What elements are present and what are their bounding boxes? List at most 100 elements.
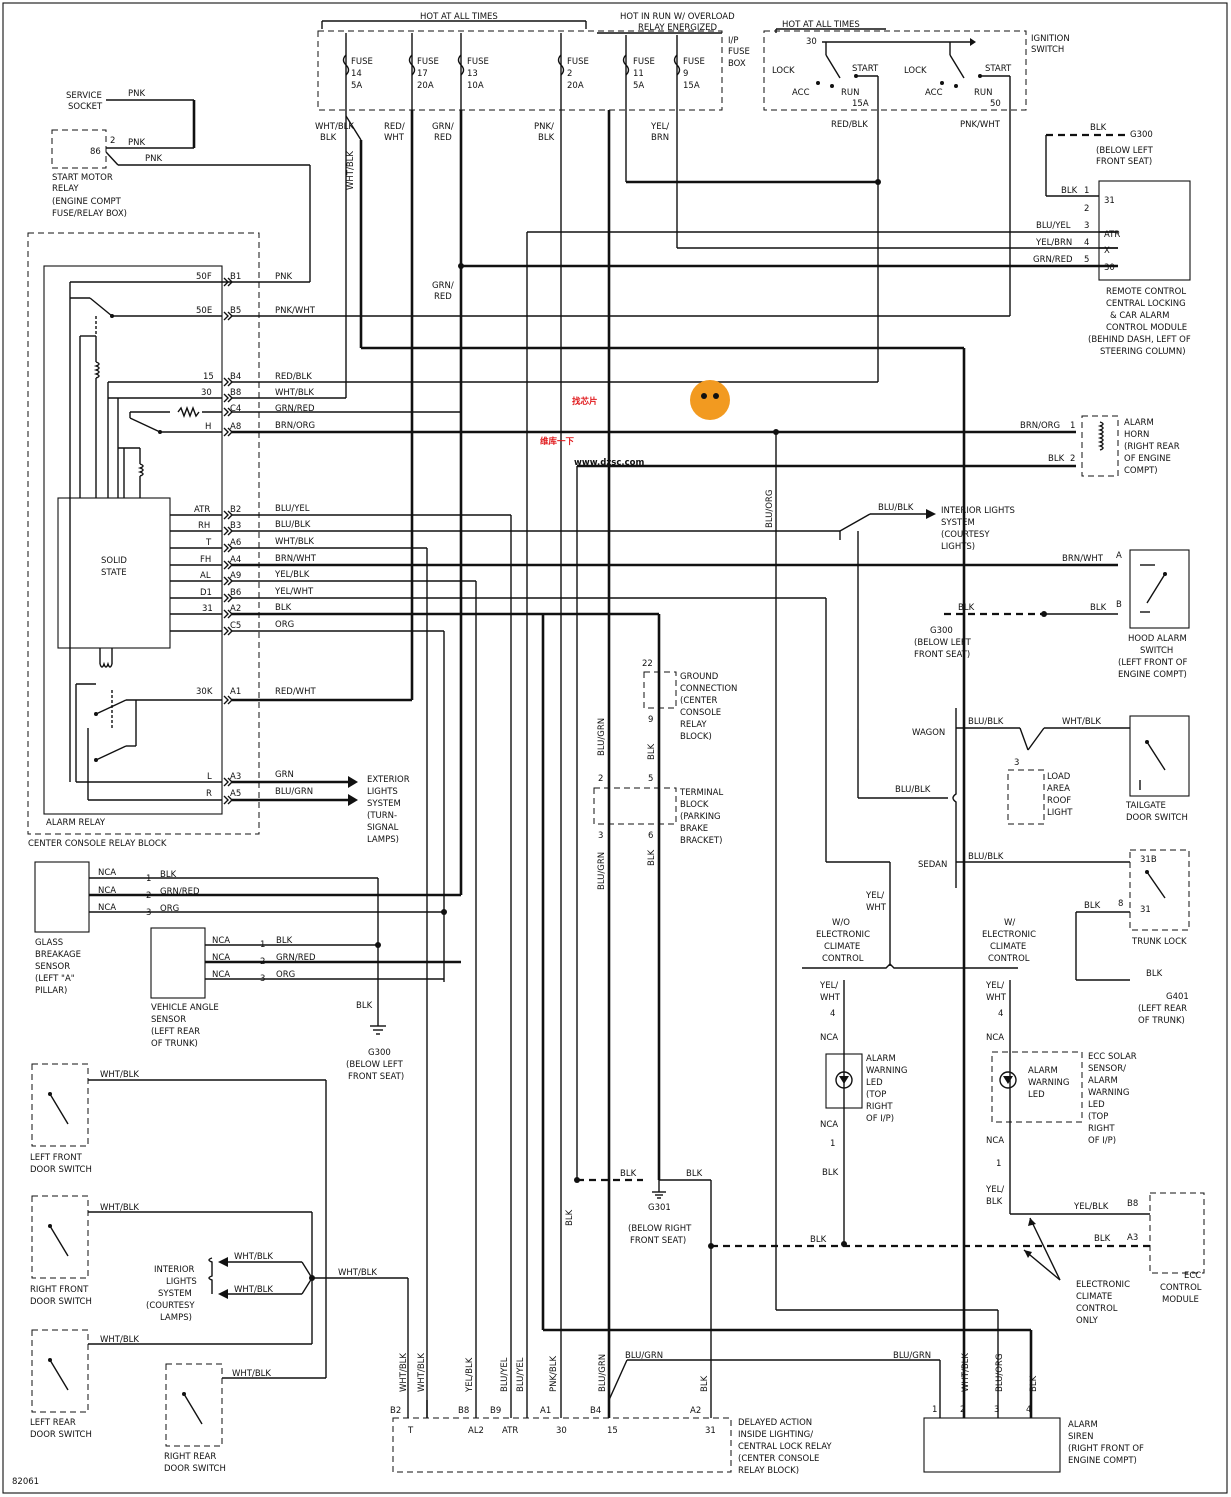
svg-text:CONTROL MODULE: CONTROL MODULE (1106, 323, 1187, 333)
svg-text:T: T (407, 1426, 414, 1436)
svg-text:5: 5 (648, 774, 653, 784)
svg-text:1: 1 (932, 1405, 937, 1415)
alarm-relay-pin-31: 31 A2 BLK (170, 603, 292, 615)
svg-text:FRONT SEAT): FRONT SEAT) (630, 1236, 686, 1246)
exterior-lights-system: EXTERIOR LIGHTS SYSTEM (TURN- SIGNAL LAM… (367, 775, 410, 845)
svg-text:4: 4 (830, 1009, 835, 1019)
svg-text:ATR: ATR (1104, 230, 1120, 240)
figure-id: 82061 (12, 1477, 39, 1487)
svg-text:A3: A3 (230, 772, 241, 782)
svg-text:BLK: BLK (822, 1168, 839, 1178)
svg-text:YEL/: YEL/ (985, 981, 1004, 991)
svg-text:INTERIOR LIGHTS: INTERIOR LIGHTS (941, 506, 1015, 516)
alarm-warning-led-left: YEL/ WHT 4 NCA ALARM WARNING LED (TOP RI… (819, 980, 907, 1247)
svg-text:AREA: AREA (1047, 784, 1070, 794)
svg-text:PNK/WHT: PNK/WHT (960, 120, 1001, 130)
svg-text:CONSOLE: CONSOLE (680, 708, 721, 718)
svg-text:DOOR SWITCH: DOOR SWITCH (164, 1464, 226, 1474)
svg-text:BLU/GRN: BLU/GRN (275, 787, 313, 797)
svg-text:FH: FH (200, 555, 211, 565)
svg-text:WHT/BLK: WHT/BLK (961, 1353, 971, 1392)
svg-text:CONTROL: CONTROL (1076, 1304, 1118, 1314)
svg-text:LIGHT: LIGHT (1047, 808, 1073, 818)
svg-text:50F: 50F (196, 272, 212, 282)
svg-text:RIGHT REAR: RIGHT REAR (164, 1452, 216, 1462)
svg-text:HOOD ALARM: HOOD ALARM (1128, 634, 1187, 644)
svg-text:LIGHTS: LIGHTS (166, 1277, 197, 1287)
svg-text:(COURTESY: (COURTESY (146, 1301, 195, 1311)
svg-text:BLK: BLK (160, 870, 177, 880)
svg-text:BLK: BLK (647, 743, 657, 760)
svg-text:WHT/BLK: WHT/BLK (338, 1268, 377, 1278)
remote-module-pin-2: 2 (1084, 204, 1089, 214)
svg-text:LOCK: LOCK (772, 66, 795, 76)
svg-text:OF ENGINE: OF ENGINE (1124, 454, 1171, 464)
svg-text:B9: B9 (490, 1406, 501, 1416)
svg-text:WHT/BLK: WHT/BLK (315, 122, 354, 132)
svg-text:2: 2 (1070, 454, 1075, 464)
svg-text:TRUNK LOCK: TRUNK LOCK (1131, 937, 1187, 947)
svg-text:COMPT): COMPT) (1124, 466, 1158, 476)
svg-text:HOT AT ALL TIMES: HOT AT ALL TIMES (782, 20, 860, 30)
svg-text:86: 86 (90, 147, 101, 157)
svg-text:DOOR SWITCH: DOOR SWITCH (1126, 813, 1188, 823)
svg-text:START: START (985, 64, 1012, 74)
svg-text:DELAYED ACTION: DELAYED ACTION (738, 1418, 812, 1428)
svg-text:13: 13 (467, 69, 478, 79)
svg-text:SYSTEM: SYSTEM (158, 1289, 192, 1299)
svg-text:LAMPS): LAMPS) (160, 1313, 192, 1323)
svg-text:TAILGATE: TAILGATE (1125, 801, 1166, 811)
svg-text:NCA: NCA (212, 936, 230, 946)
svg-text:BLK: BLK (700, 1375, 710, 1392)
svg-text:ONLY: ONLY (1076, 1316, 1099, 1326)
svg-text:WHT/BLK: WHT/BLK (346, 151, 356, 190)
svg-text:FUSE: FUSE (567, 57, 589, 67)
hot-at-all-times-label: HOT AT ALL TIMES (420, 12, 498, 22)
svg-text:(BELOW RIGHT: (BELOW RIGHT (628, 1224, 692, 1234)
svg-text:PNK: PNK (275, 272, 292, 282)
svg-text:BLK: BLK (1146, 969, 1163, 979)
fuse-11: FUSE 11 5A (622, 35, 655, 110)
svg-text:ALARM: ALARM (1088, 1076, 1118, 1086)
svg-text:PNK: PNK (145, 154, 162, 164)
svg-text:WARNING: WARNING (1088, 1088, 1129, 1098)
svg-text:B: B (1116, 600, 1122, 610)
glass-breakage-sensor: NCA 1 BLK NCA 2 GRN/RED NCA 3 ORG GLASS … (34, 861, 461, 996)
alarm-relay-pin-30k: 30K A1 RED/WHT (196, 687, 316, 697)
svg-text:NCA: NCA (986, 1136, 1004, 1146)
svg-text:ELECTRONIC: ELECTRONIC (816, 930, 870, 940)
svg-text:RUN: RUN (974, 88, 993, 98)
svg-text:WHT: WHT (384, 133, 405, 143)
svg-text:ECC SOLAR: ECC SOLAR (1088, 1052, 1137, 1062)
delayed-action-relay: B2 T WHT/BLK WHT/BLK B8 AL2 YEL/BLK B9 A… (390, 1351, 832, 1476)
svg-text:维库一下: 维库一下 (540, 436, 575, 447)
ecc-control-module: YEL/BLK B8 BLK A3 ECC CONTROL MODULE ELE… (1023, 1192, 1205, 1326)
svg-text:WHT/BLK: WHT/BLK (100, 1070, 139, 1080)
ground-g300-lower: BLK G300 (BELOW LEFT FRONT SEAT) (346, 878, 447, 1082)
svg-text:GRN: GRN (275, 770, 294, 780)
remote-module-pin-1: BLK 1 31 (1061, 186, 1115, 206)
right-front-door-switch: WHT/BLK RIGHT FRONT DOOR SWITCH (30, 1195, 312, 1307)
svg-text:D1: D1 (200, 588, 212, 598)
svg-text:YEL/: YEL/ (650, 122, 669, 132)
svg-text:DOOR SWITCH: DOOR SWITCH (30, 1165, 92, 1175)
svg-text:GRN/: GRN/ (432, 281, 454, 291)
svg-text:ELECTRONIC: ELECTRONIC (982, 930, 1036, 940)
svg-text:BLU/BLK: BLU/BLK (968, 852, 1004, 862)
alarm-relay-pin-50e: 50E B5 PNK/WHT (196, 306, 316, 316)
svg-text:9: 9 (683, 69, 688, 79)
svg-text:PNK/WHT: PNK/WHT (275, 306, 316, 316)
svg-text:BRN/WHT: BRN/WHT (275, 554, 317, 564)
svg-text:30: 30 (556, 1426, 567, 1436)
svg-text:RED: RED (434, 292, 452, 302)
svg-text:FUSE: FUSE (633, 57, 655, 67)
svg-text:YEL/BLK: YEL/BLK (1073, 1202, 1109, 1212)
svg-text:BLU/BLK: BLU/BLK (895, 785, 931, 795)
svg-text:BRN/ORG: BRN/ORG (275, 421, 315, 431)
alarm-relay-pin-t: T A6 WHT/BLK (170, 537, 314, 549)
alarm-relay-pin-al: AL A9 YEL/BLK (170, 570, 310, 582)
svg-text:BLK: BLK (1084, 901, 1101, 911)
svg-text:(COURTESY: (COURTESY (941, 530, 990, 540)
svg-text:31: 31 (705, 1426, 716, 1436)
svg-text:RED: RED (434, 133, 452, 143)
